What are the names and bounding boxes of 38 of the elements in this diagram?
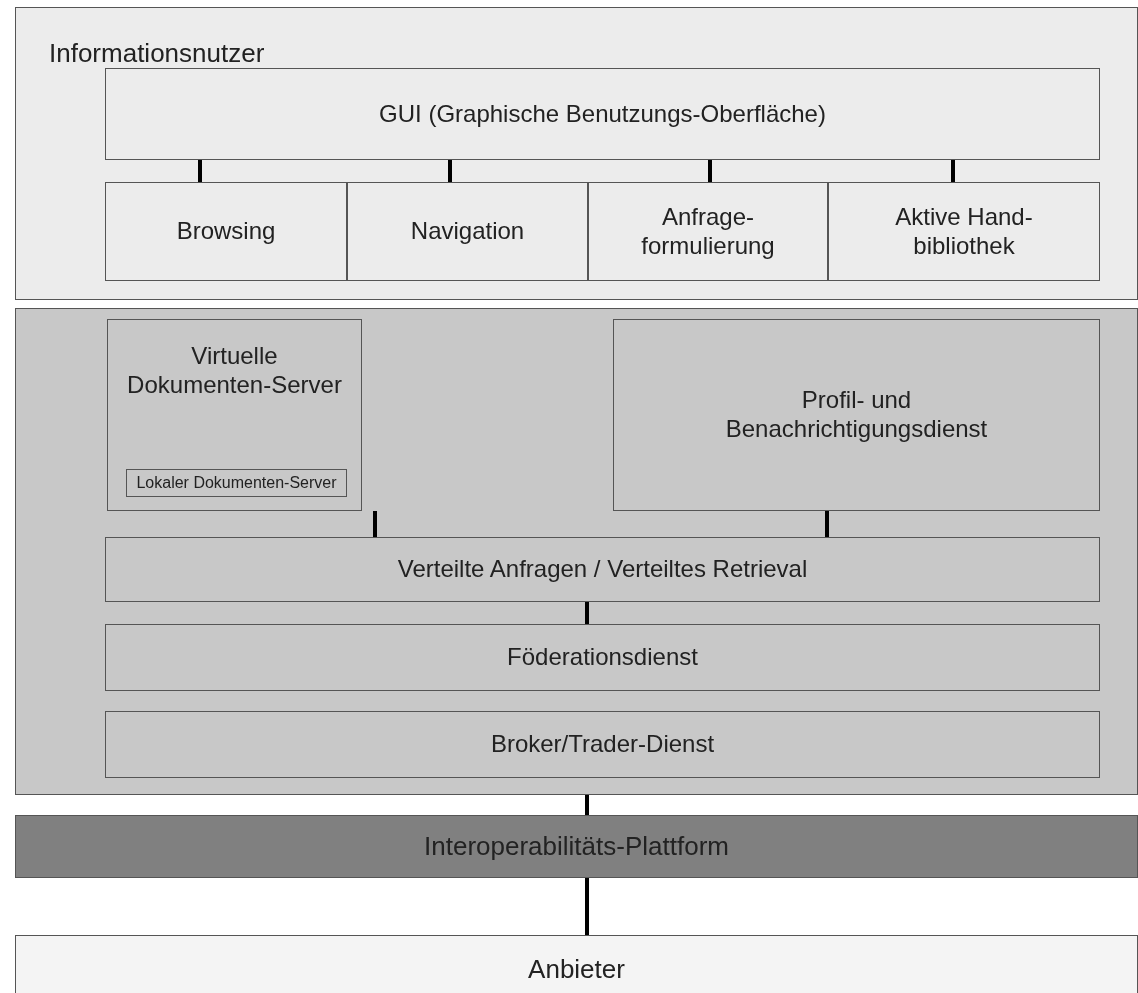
layer-heading: Informationsnutzer — [49, 38, 265, 70]
connector-line — [951, 160, 955, 182]
component-box — [105, 68, 1100, 160]
connector-line — [708, 160, 712, 182]
component-label: Verteilte Anfragen / Verteiltes Retrieval — [397, 555, 808, 584]
component-label: Browsing — [176, 217, 276, 246]
component-box — [347, 182, 588, 281]
component-box — [105, 711, 1100, 778]
component-box — [828, 182, 1100, 281]
connector-line — [585, 878, 589, 935]
component-label: Aktive Hand- bibliothek — [894, 202, 1034, 261]
component-label: Lokaler Dokumenten-Server — [136, 473, 337, 493]
layer-band — [15, 815, 1138, 878]
component-label: Broker/Trader-Dienst — [490, 730, 715, 759]
layer-panel — [15, 308, 1138, 795]
component-label: Navigation — [410, 217, 525, 246]
connector-line — [198, 160, 202, 182]
component-box — [126, 469, 347, 497]
layer-band — [15, 935, 1138, 993]
connector-line — [585, 602, 589, 624]
component-box — [588, 182, 828, 281]
component-label: Anfrage- formulierung — [640, 202, 776, 261]
component-box — [105, 182, 347, 281]
connector-line — [825, 511, 829, 537]
connector-line — [448, 160, 452, 182]
component-box — [105, 624, 1100, 691]
component-label: Föderationsdienst — [507, 643, 698, 672]
component-label: Anbieter — [528, 954, 625, 986]
component-label: Virtuelle Dokumenten-Server — [126, 342, 343, 400]
component-label: GUI (Graphische Benutzungs-Oberfläche) — [379, 99, 826, 129]
connector-line — [585, 795, 589, 815]
connector-line — [373, 511, 377, 537]
component-label: Profil- und Benachrichtigungsdienst — [724, 386, 989, 444]
component-label: Interoperabilitäts-Plattform — [424, 830, 729, 863]
component-box — [107, 319, 362, 511]
component-box — [613, 319, 1100, 511]
component-box — [105, 537, 1100, 602]
layer-panel — [15, 7, 1138, 300]
